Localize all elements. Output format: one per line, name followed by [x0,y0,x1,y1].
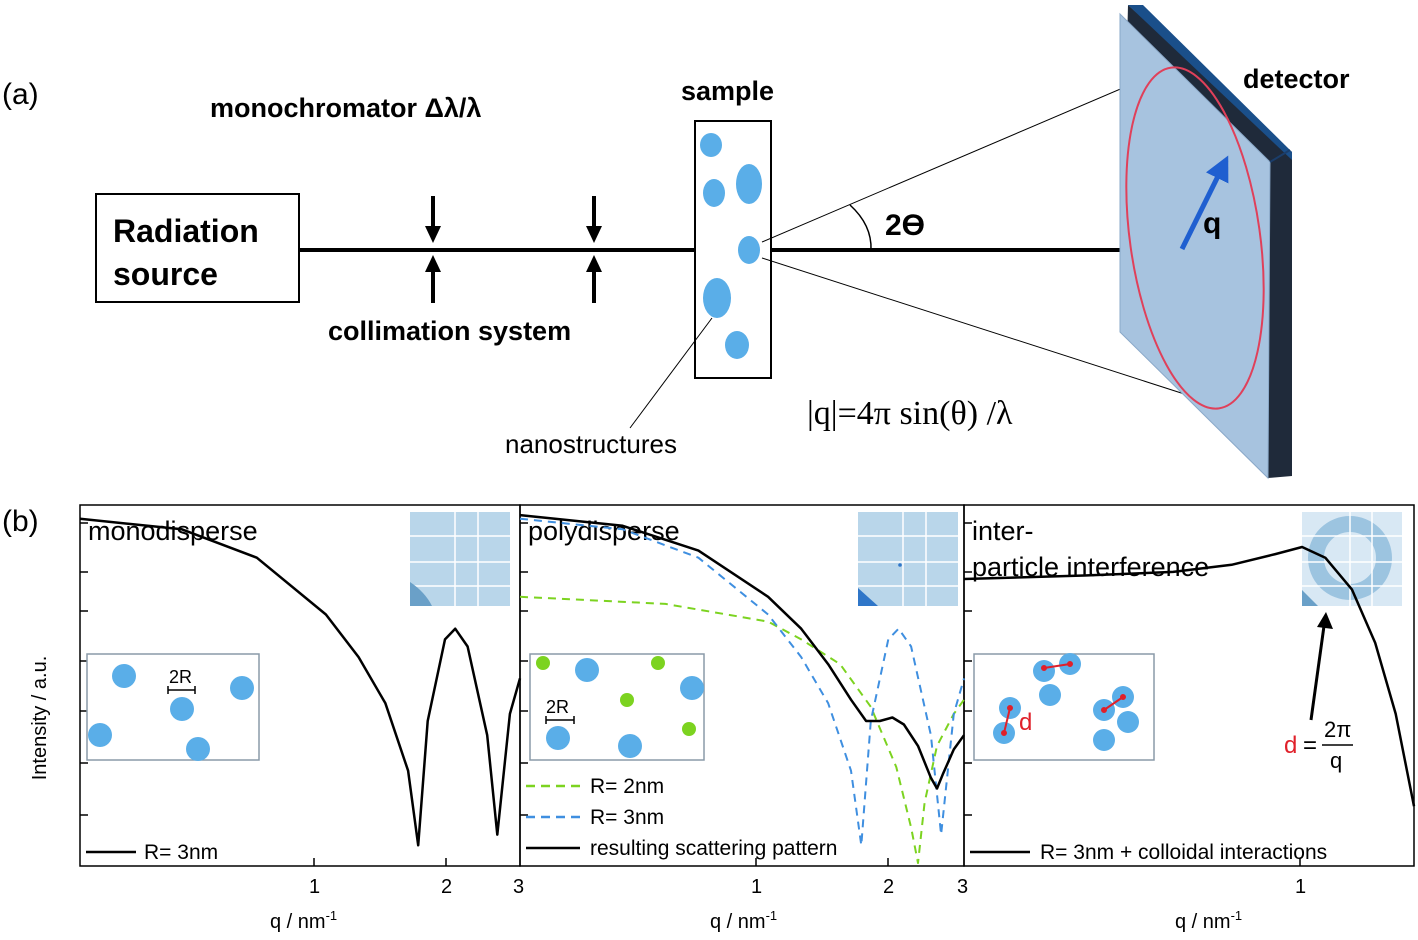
curve-p1-s1 [79,517,522,847]
inset-interparticle: d [973,653,1155,761]
xtick-2-2: 2 [883,876,894,898]
panel-b2-title: polydisperse [528,516,680,546]
sample-label: sample [681,76,774,106]
legend-3-label: R= 3nm + colloidal interactions [1040,841,1327,864]
xtick-1-2: 2 [441,876,452,898]
annotation-frac-num: 2π [1324,717,1351,742]
legend-3: R= 3nm + colloidal interactions [970,841,1327,864]
nanostructures-label: nanostructures [505,429,677,459]
legend-2b-label: R= 3nm [590,806,664,829]
xtick-3-1: 1 [1295,876,1306,898]
y-axis-label: Intensity / a.u. [29,656,51,781]
q-vector-label: q [1203,207,1221,240]
angle-arc [849,204,872,251]
monochromator-label: monochromator Δλ/λ [210,93,481,123]
detector-thumb-1 [410,512,510,606]
panel-b3-title-line1: inter- [972,516,1034,546]
detector-label: detector [1243,64,1350,94]
radiation-source-box [95,193,300,303]
curves [79,513,1416,864]
inset-2-label: 2R [546,697,569,717]
angle-label: 2ϴ [885,209,925,242]
legend-1-label: R= 3nm [144,841,218,864]
annotation-d: d [1284,732,1297,759]
legend-2c-label: resulting scattering pattern [590,837,837,860]
plot-frame-3 [963,504,1415,867]
xtick-1-1: 1 [309,876,320,898]
nanostructures-pointer [629,317,713,429]
curve-p2-s1 [519,595,965,864]
collimation-label: collimation system [328,316,571,346]
legend-1: R= 3nm [86,841,218,864]
peak-arrow-head [1317,612,1333,629]
panel-a-label: (a) [2,78,39,111]
sample-particles [700,133,762,359]
inset-monodisperse: 2R [86,653,260,761]
panel-b-label: (b) [2,505,39,538]
x-axis-label-2: q / nm-1 [710,908,777,933]
inset-3-label: d [1019,709,1032,736]
legend-2a-label: R= 2nm [590,775,664,798]
cone-line-bottom [761,257,1204,401]
xtick-1-3: 3 [513,876,524,898]
scattering-ring [1125,66,1265,410]
inset-polydisperse: 2R [529,653,705,761]
x-ticks [313,858,1301,866]
radiation-source-label-1: Radiation [113,213,259,249]
legend-2: R= 2nm R= 3nm resulting scattering patte… [526,775,837,860]
annotation-eq: = [1303,732,1317,759]
inset-1-label: 2R [169,667,192,687]
cone-line-top [761,69,1166,243]
xtick-2-1: 1 [751,876,762,898]
curve-p2-s3 [519,513,966,790]
x-axis-label-1: q / nm-1 [270,908,337,933]
annotation-frac-den: q [1330,748,1342,773]
panel-b1-title: monodisperse [88,516,258,546]
q-vector-arrow [1179,155,1229,251]
curve-p3-s1 [963,545,1416,807]
collimation-arrows [425,196,602,303]
peak-arrow [1309,625,1326,721]
detector-thumb-2 [858,512,958,606]
detector-plate [1119,5,1292,480]
y-ticks [80,522,972,816]
x-axis-label-3: q / nm-1 [1175,908,1242,933]
xtick-2-3: 3 [957,876,968,898]
q-formula: |q|=4π sin(θ) /λ [807,395,1013,432]
radiation-source-label-2: source [113,256,218,292]
